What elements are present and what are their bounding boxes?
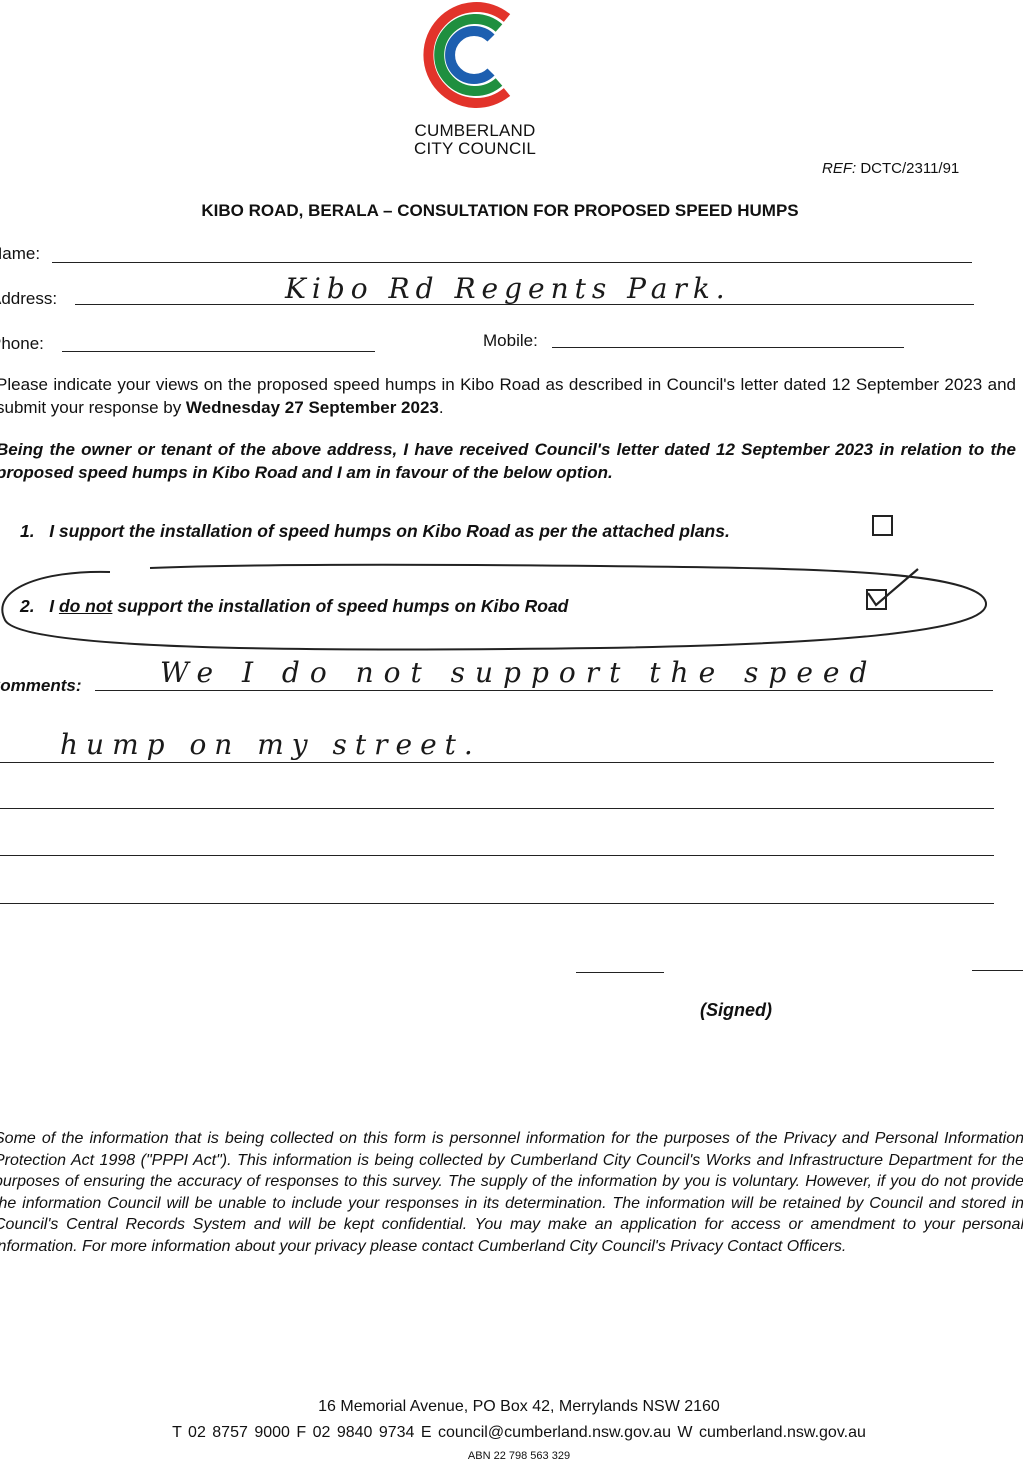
comments-line-4	[0, 855, 994, 856]
handwritten-circle	[1, 563, 987, 651]
option-1-text: I support the installation of speed hump…	[49, 521, 730, 541]
declaration-paragraph: Being the owner or tenant of the above a…	[0, 440, 1016, 482]
reference-label: REF:	[822, 160, 857, 177]
address-field-line	[75, 304, 974, 305]
logo-green-arc	[434, 14, 503, 96]
signed-label: (Signed)	[700, 1000, 772, 1020]
handwritten-checkmark-icon	[867, 568, 919, 607]
comments-text-line-2[interactable]: hump on my street.	[60, 728, 481, 761]
phone-label: Phone:	[0, 334, 44, 353]
comments-line-1	[95, 690, 993, 691]
footer-contacts: T 02 8757 9000 F 02 9840 9734 E council@…	[172, 1424, 866, 1441]
option-1: 1. I support the installation of speed h…	[20, 521, 730, 542]
comments-text-line-1[interactable]: We I do not support the speed	[160, 656, 878, 689]
comments-line-3	[0, 808, 994, 809]
signature-line-left	[576, 972, 664, 973]
instructions-end: .	[438, 398, 444, 417]
address-field[interactable]: Kibo Rd Regents Park.	[285, 272, 731, 305]
mobile-field-line	[552, 347, 904, 348]
name-label: Name:	[0, 244, 41, 263]
privacy-notice: Some of the information that is being co…	[0, 1130, 1023, 1255]
phone-field-line	[62, 351, 375, 352]
address-label: Address:	[0, 289, 58, 308]
footer-abn: ABN 22 798 563 329	[467, 1450, 571, 1462]
reference-number: REF: DCTC/2311/91	[822, 160, 959, 177]
option-1-number: 1.	[20, 521, 35, 541]
signature-line-right	[972, 970, 1023, 971]
council-name: CUMBERLAND CITY COUNCIL	[380, 122, 570, 158]
logo-red-arc	[423, 2, 511, 108]
option-1-checkbox[interactable]	[872, 515, 893, 536]
option-2-emphasis: do not	[58, 596, 113, 616]
option-2-checkbox[interactable]	[866, 589, 887, 610]
mobile-label: Mobile:	[483, 331, 538, 350]
instructions-paragraph: Please indicate your views on the propos…	[0, 373, 1016, 419]
option-2-number: 2.	[20, 596, 35, 616]
footer-address: 16 Memorial Avenue, PO Box 42, Merryland…	[318, 1398, 720, 1415]
form-title: KIBO ROAD, BERALA – CONSULTATION FOR PRO…	[201, 201, 799, 220]
logo-blue-arc	[445, 26, 495, 84]
response-deadline: Wednesday 27 September 2023	[185, 398, 439, 417]
comments-line-5	[0, 903, 994, 904]
option-2: 2. I do not support the installation of …	[20, 596, 568, 617]
reference-value: DCTC/2311/91	[860, 160, 960, 177]
instructions-text: Please indicate your views on the propos…	[0, 375, 1016, 417]
option-2-text-start: I	[49, 596, 59, 616]
option-2-text-end: support the installation of speed humps …	[112, 596, 569, 616]
comments-label: Comments:	[0, 676, 82, 695]
comments-line-2	[0, 762, 994, 763]
council-logo	[423, 2, 511, 108]
council-name-line2: CITY COUNCIL	[413, 139, 537, 158]
name-field-line	[52, 262, 972, 263]
council-name-line1: CUMBERLAND	[414, 121, 536, 140]
